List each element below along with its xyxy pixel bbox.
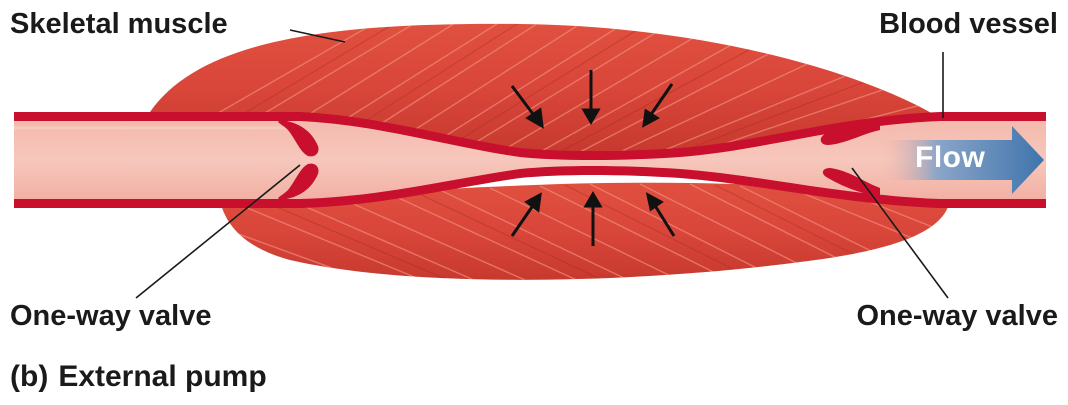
- caption-letter: (b): [10, 360, 48, 393]
- label-flow: Flow: [915, 143, 985, 173]
- label-skeletal-muscle: Skeletal muscle: [10, 10, 228, 39]
- label-one-way-valve-left: One-way valve: [10, 302, 212, 331]
- caption-text: External pump: [58, 360, 266, 393]
- label-blood-vessel: Blood vessel: [879, 10, 1058, 39]
- figure-caption: (b) External pump: [10, 362, 267, 392]
- label-one-way-valve-right: One-way valve: [857, 302, 1059, 331]
